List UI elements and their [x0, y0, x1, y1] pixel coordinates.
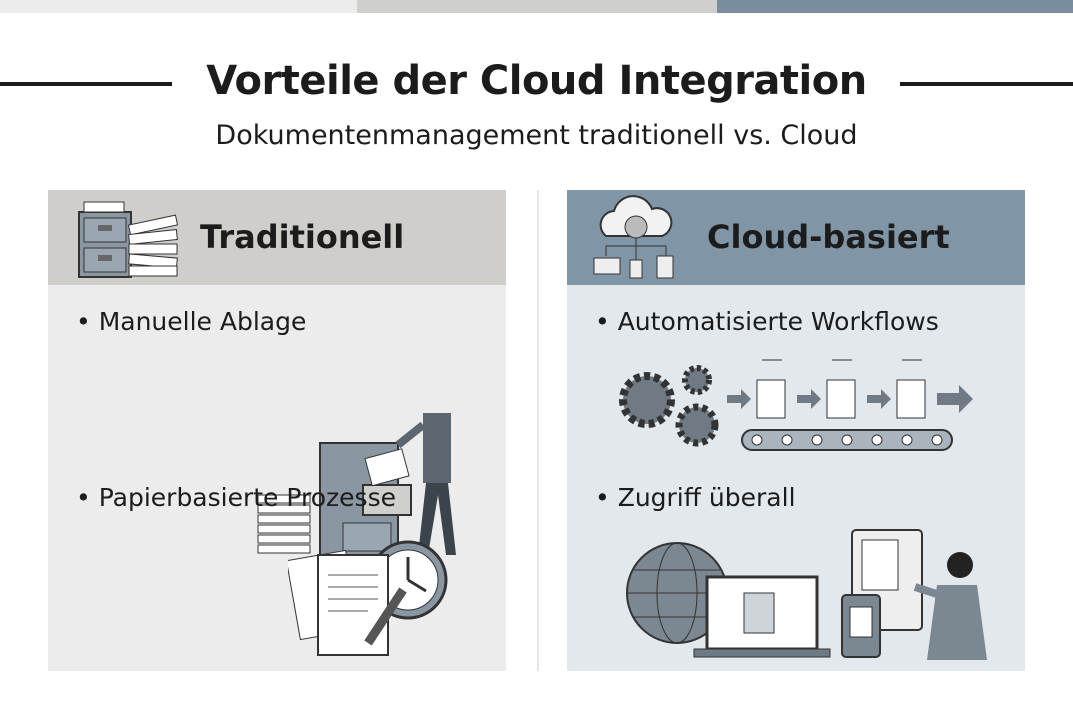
page-subtitle: Dokumentenmanagement traditionell vs. Cl…	[215, 120, 858, 151]
top-bar-middle	[357, 0, 717, 13]
top-bar-left	[0, 0, 357, 13]
bullet-access-anywhere: • Zugriff überall	[595, 483, 796, 512]
title-line-right	[900, 82, 1073, 86]
workflow-gears-conveyor-illustration	[619, 359, 973, 451]
cloud-devices-icon	[593, 195, 674, 279]
title-line-left	[0, 82, 172, 86]
cloud-header: Cloud-basiert	[567, 190, 1025, 285]
filing-cabinet-icon	[78, 201, 179, 278]
cloud-panel: Cloud-basiert • Automatisierte Workflows…	[567, 190, 1025, 671]
page-title: Vorteile der Cloud Integration	[206, 58, 867, 104]
traditional-panel: Traditionell • Manuelle Ablage • Papierb…	[48, 190, 506, 671]
top-bar-right	[717, 0, 1073, 13]
devices-globe-person-illustration	[626, 529, 987, 660]
divider	[537, 190, 539, 671]
traditional-body: • Manuelle Ablage • Papierbasierte Proze…	[48, 285, 506, 671]
bullet-paper-processes: • Papierbasierte Prozesse	[76, 483, 396, 512]
bullet-manual-filing: • Manuelle Ablage	[76, 307, 307, 336]
traditional-header: Traditionell	[48, 190, 506, 285]
cloud-body: • Automatisierte Workflows • Zugriff übe…	[567, 285, 1025, 671]
traditional-heading: Traditionell	[200, 218, 405, 256]
person-filing-illustration	[257, 413, 456, 562]
cloud-heading: Cloud-basiert	[707, 218, 950, 256]
bullet-automated-workflows: • Automatisierte Workflows	[595, 307, 939, 336]
paper-clock-pen-illustration	[288, 540, 448, 656]
